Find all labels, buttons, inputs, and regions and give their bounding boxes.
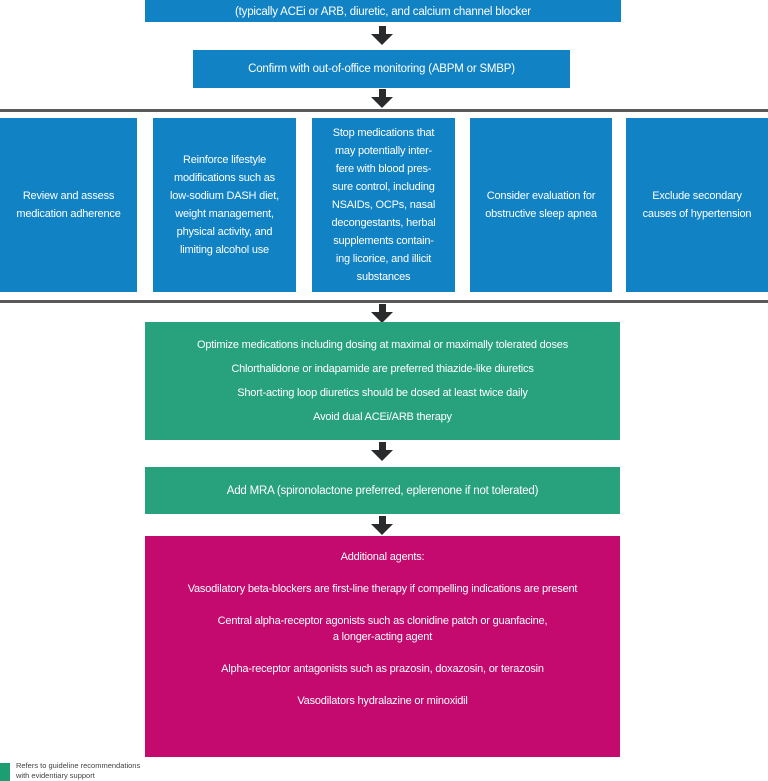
legend-green-swatch xyxy=(0,763,10,781)
initial-therapy-text: (typically ACEi or ARB, diuretic, and ca… xyxy=(235,6,531,18)
legend-caption: Refers to guideline recommendations with… xyxy=(16,761,141,780)
confirm-monitoring-text: Confirm with out-of-office monitoring (A… xyxy=(248,63,515,75)
workup-box-sleep-apnea-text: Consider evaluation for obstructive slee… xyxy=(485,190,597,220)
down-arrow xyxy=(371,304,393,323)
additional-agents-text: Additional agents: Vasodilatory beta-blo… xyxy=(187,551,578,707)
optimize-medications-box: Optimize medications including dosing at… xyxy=(145,322,620,440)
additional-agents-box: Additional agents: Vasodilatory beta-blo… xyxy=(145,536,620,757)
workup-box-sleep-apnea: Consider evaluation for obstructive slee… xyxy=(470,118,612,292)
confirm-monitoring-box: Confirm with out-of-office monitoring (A… xyxy=(193,50,570,88)
workup-box-stop-medications-text: Stop medications that may potentially in… xyxy=(331,127,436,283)
arrow-shaft xyxy=(378,304,386,312)
workup-box-lifestyle-text: Reinforce lifestyle modifications such a… xyxy=(170,154,279,256)
workup-box-adherence-text: Review and assess medication adherence xyxy=(16,190,121,220)
arrow-head xyxy=(371,450,393,461)
optimize-medications-text: Optimize medications including dosing at… xyxy=(197,339,568,423)
workup-box-stop-medications: Stop medications that may potentially in… xyxy=(312,118,455,292)
arrow-shaft xyxy=(378,442,386,450)
arrow-head xyxy=(371,34,393,45)
workup-box-adherence: Review and assess medication adherence xyxy=(0,118,137,292)
arrow-shaft xyxy=(378,89,386,97)
arrow-shaft xyxy=(378,516,386,524)
arrow-shaft xyxy=(378,26,386,34)
initial-therapy-box: (typically ACEi or ARB, diuretic, and ca… xyxy=(145,0,621,22)
section-divider-line xyxy=(0,109,768,112)
workup-box-secondary-causes-text: Exclude secondary causes of hypertension xyxy=(642,190,752,220)
workup-box-lifestyle: Reinforce lifestyle modifications such a… xyxy=(153,118,296,292)
down-arrow xyxy=(371,89,393,108)
arrow-head xyxy=(371,312,393,323)
down-arrow xyxy=(371,442,393,461)
down-arrow xyxy=(371,26,393,45)
down-arrow xyxy=(371,516,393,535)
add-mra-text: Add MRA (spironolactone preferred, epler… xyxy=(226,484,539,497)
arrow-head xyxy=(371,97,393,108)
arrow-head xyxy=(371,524,393,535)
section-divider-line xyxy=(0,300,768,303)
add-mra-box: Add MRA (spironolactone preferred, epler… xyxy=(145,467,620,514)
workup-box-secondary-causes: Exclude secondary causes of hypertension xyxy=(626,118,768,292)
